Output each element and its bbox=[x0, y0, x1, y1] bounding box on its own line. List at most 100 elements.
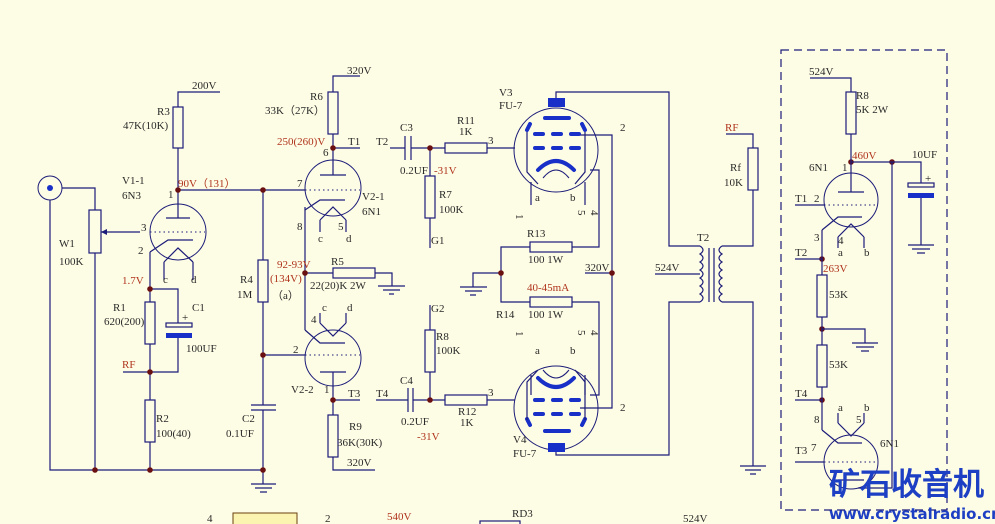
pin-label: a bbox=[535, 345, 540, 357]
current-label: 40-45mA bbox=[527, 282, 569, 294]
input-jack bbox=[37, 175, 63, 201]
polarity-label: + bbox=[182, 312, 188, 324]
value-label: 100K bbox=[436, 345, 461, 357]
tube-v2-1 bbox=[304, 159, 362, 232]
value-label: 36K(30K) bbox=[337, 437, 383, 449]
value-label: 1M bbox=[237, 289, 253, 301]
ground-icon bbox=[251, 483, 276, 493]
pin-label: 8 bbox=[297, 221, 303, 233]
pin-label: 1 bbox=[513, 331, 525, 337]
net-label: T3 bbox=[795, 445, 808, 457]
net-label: RF bbox=[725, 122, 738, 134]
net-label: RF bbox=[122, 359, 135, 371]
value-label: 6N1 bbox=[362, 206, 381, 218]
pin-label: 4 bbox=[588, 210, 600, 216]
voltage-label: (134V) bbox=[270, 273, 302, 285]
watermark-text: 矿石收音机 bbox=[829, 467, 984, 503]
pin-label: 2 bbox=[620, 402, 626, 414]
capacitor-c1 bbox=[165, 322, 193, 338]
note-label: （a） bbox=[272, 289, 299, 302]
pin-label: 4 bbox=[838, 235, 844, 247]
pin-label: 4 bbox=[207, 513, 213, 524]
output-transformer-t2 bbox=[698, 245, 724, 303]
value-label: 1K bbox=[459, 126, 473, 138]
resistor-r9 bbox=[327, 414, 339, 458]
ref-label: RD3 bbox=[512, 508, 533, 520]
voltage-label: 1.7V bbox=[122, 275, 144, 287]
pin-label: 4 bbox=[311, 314, 317, 326]
pin-label: 2 bbox=[620, 122, 626, 134]
resistor-r11 bbox=[444, 142, 488, 154]
voltage-label: 92-93V bbox=[277, 259, 311, 271]
resistor-r13 bbox=[529, 241, 573, 253]
voltage-label: 524V bbox=[809, 66, 834, 78]
resistor-r5 bbox=[332, 267, 376, 279]
resistor-r4 bbox=[257, 259, 269, 303]
net-label: T4 bbox=[376, 388, 389, 400]
ref-label: V3 bbox=[499, 87, 513, 99]
ref-label: C4 bbox=[400, 375, 413, 387]
pin-label: c bbox=[163, 274, 168, 286]
value-label: 53K bbox=[829, 359, 848, 371]
pin-label: 6 bbox=[323, 147, 329, 159]
resistor-53k-top bbox=[816, 274, 828, 318]
tube-v2-2 bbox=[304, 313, 362, 387]
pin-label: 2 bbox=[814, 193, 820, 205]
ref-label: R12 bbox=[458, 406, 476, 418]
tube-v4-fu7 bbox=[513, 365, 599, 452]
voltage-label: 250(260)V bbox=[277, 136, 325, 148]
value-label: 100K bbox=[59, 256, 84, 268]
bottom-partial-circuit: 4 2 540V RD3 524V bbox=[207, 508, 708, 524]
tube-6n1-upper bbox=[821, 172, 879, 248]
resistor-r14 bbox=[529, 296, 573, 308]
value-label: 0.1UF bbox=[226, 428, 254, 440]
pin-label: a bbox=[838, 402, 843, 414]
pin-label: b bbox=[570, 345, 576, 357]
net-label: G1 bbox=[431, 235, 444, 247]
pin-label: b bbox=[864, 247, 870, 259]
ref-label: Rf bbox=[730, 162, 741, 174]
resistor-rf bbox=[747, 147, 759, 191]
capacitor-c3 bbox=[404, 136, 412, 160]
value-label: FU-7 bbox=[513, 448, 537, 460]
net-label: T2 bbox=[795, 247, 807, 259]
pin-label: 1 bbox=[842, 162, 848, 174]
voltage-label: 263V bbox=[823, 263, 848, 275]
ref-label: R4 bbox=[240, 274, 253, 286]
pin-label: d bbox=[346, 233, 352, 245]
ref-label: R1 bbox=[113, 302, 126, 314]
net-label: G2 bbox=[431, 303, 444, 315]
ref-label: W1 bbox=[59, 238, 75, 250]
value-label: 22(20)K 2W bbox=[310, 280, 367, 292]
ref-label: R14 bbox=[496, 309, 515, 321]
value-label: 6N1 bbox=[809, 162, 828, 174]
resistor-r7 bbox=[424, 175, 436, 219]
pin-label: 5 bbox=[575, 330, 587, 336]
value-label: 5K 2W bbox=[856, 104, 889, 116]
ref-label: R9 bbox=[349, 421, 362, 433]
value-label: 100 1W bbox=[528, 254, 564, 266]
pin-label: 3 bbox=[488, 135, 494, 147]
pin-label: b bbox=[570, 192, 576, 204]
value-label: 10K bbox=[724, 177, 743, 189]
net-label: T3 bbox=[348, 388, 361, 400]
ref-label: R8 bbox=[436, 331, 449, 343]
value-label: 53K bbox=[829, 289, 848, 301]
ref-label: V4 bbox=[513, 434, 527, 446]
ref-label: C2 bbox=[242, 413, 255, 425]
voltage-label: -31V bbox=[434, 165, 457, 177]
ref-label: R7 bbox=[439, 189, 452, 201]
ref-label: V1-1 bbox=[122, 175, 145, 187]
value-label: 100K bbox=[439, 204, 464, 216]
component-labels: 200V R3 47K(10K) V1-1 6N3 90V（131） 1 3 2… bbox=[59, 65, 937, 469]
value-label: 100UF bbox=[186, 343, 217, 355]
pin-label: 2 bbox=[138, 245, 144, 257]
ground-icon bbox=[460, 286, 487, 296]
resistor-r12 bbox=[444, 394, 488, 406]
voltage-label: 524V bbox=[683, 513, 708, 524]
voltage-label: -31V bbox=[417, 431, 440, 443]
value-label: 47K(10K) bbox=[123, 120, 169, 132]
tube-6n1-lower bbox=[821, 413, 879, 490]
tube-v3-fu7 bbox=[513, 98, 599, 193]
value-label: 1K bbox=[460, 417, 474, 429]
